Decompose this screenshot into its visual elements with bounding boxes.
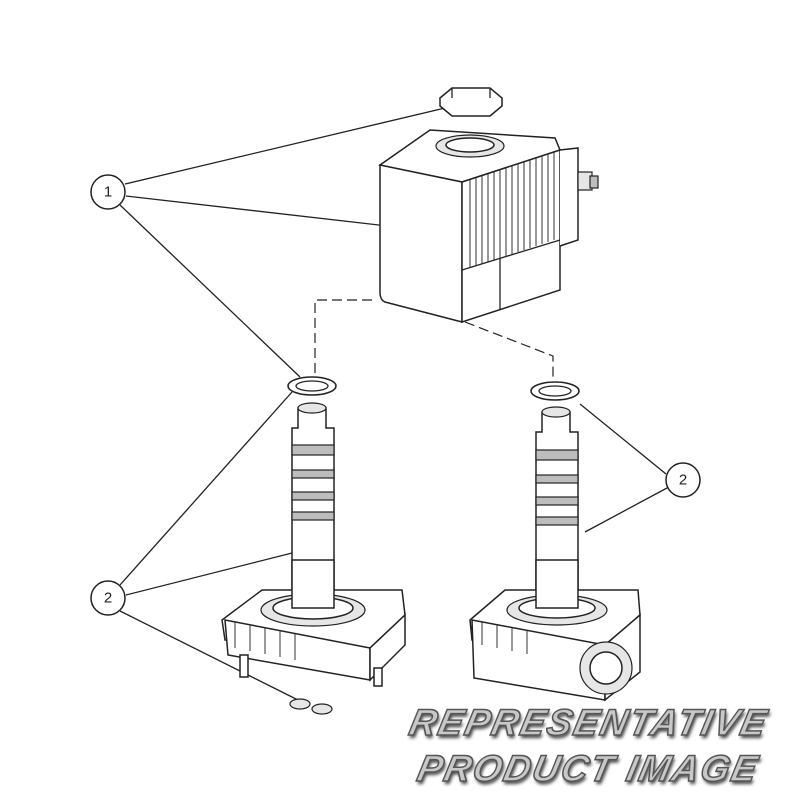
callout-2-right: 2	[665, 462, 701, 498]
left-valve-body	[221, 376, 406, 715]
leader-lines	[119, 107, 668, 701]
callout-2-left: 2	[90, 580, 126, 616]
watermark-line-1: REPRESENTATIVE	[405, 701, 773, 744]
callout-2-left-label: 2	[104, 590, 112, 607]
callout-1-label: 1	[104, 184, 112, 201]
assembly-dash-lines	[314, 299, 554, 380]
solenoid-coil	[378, 129, 599, 324]
coil-nut	[438, 87, 504, 117]
right-valve-body	[469, 381, 641, 702]
callout-1: 1	[90, 174, 126, 210]
watermark-line-2: PRODUCT IMAGE	[413, 747, 764, 790]
callout-2-right-label: 2	[679, 472, 687, 489]
